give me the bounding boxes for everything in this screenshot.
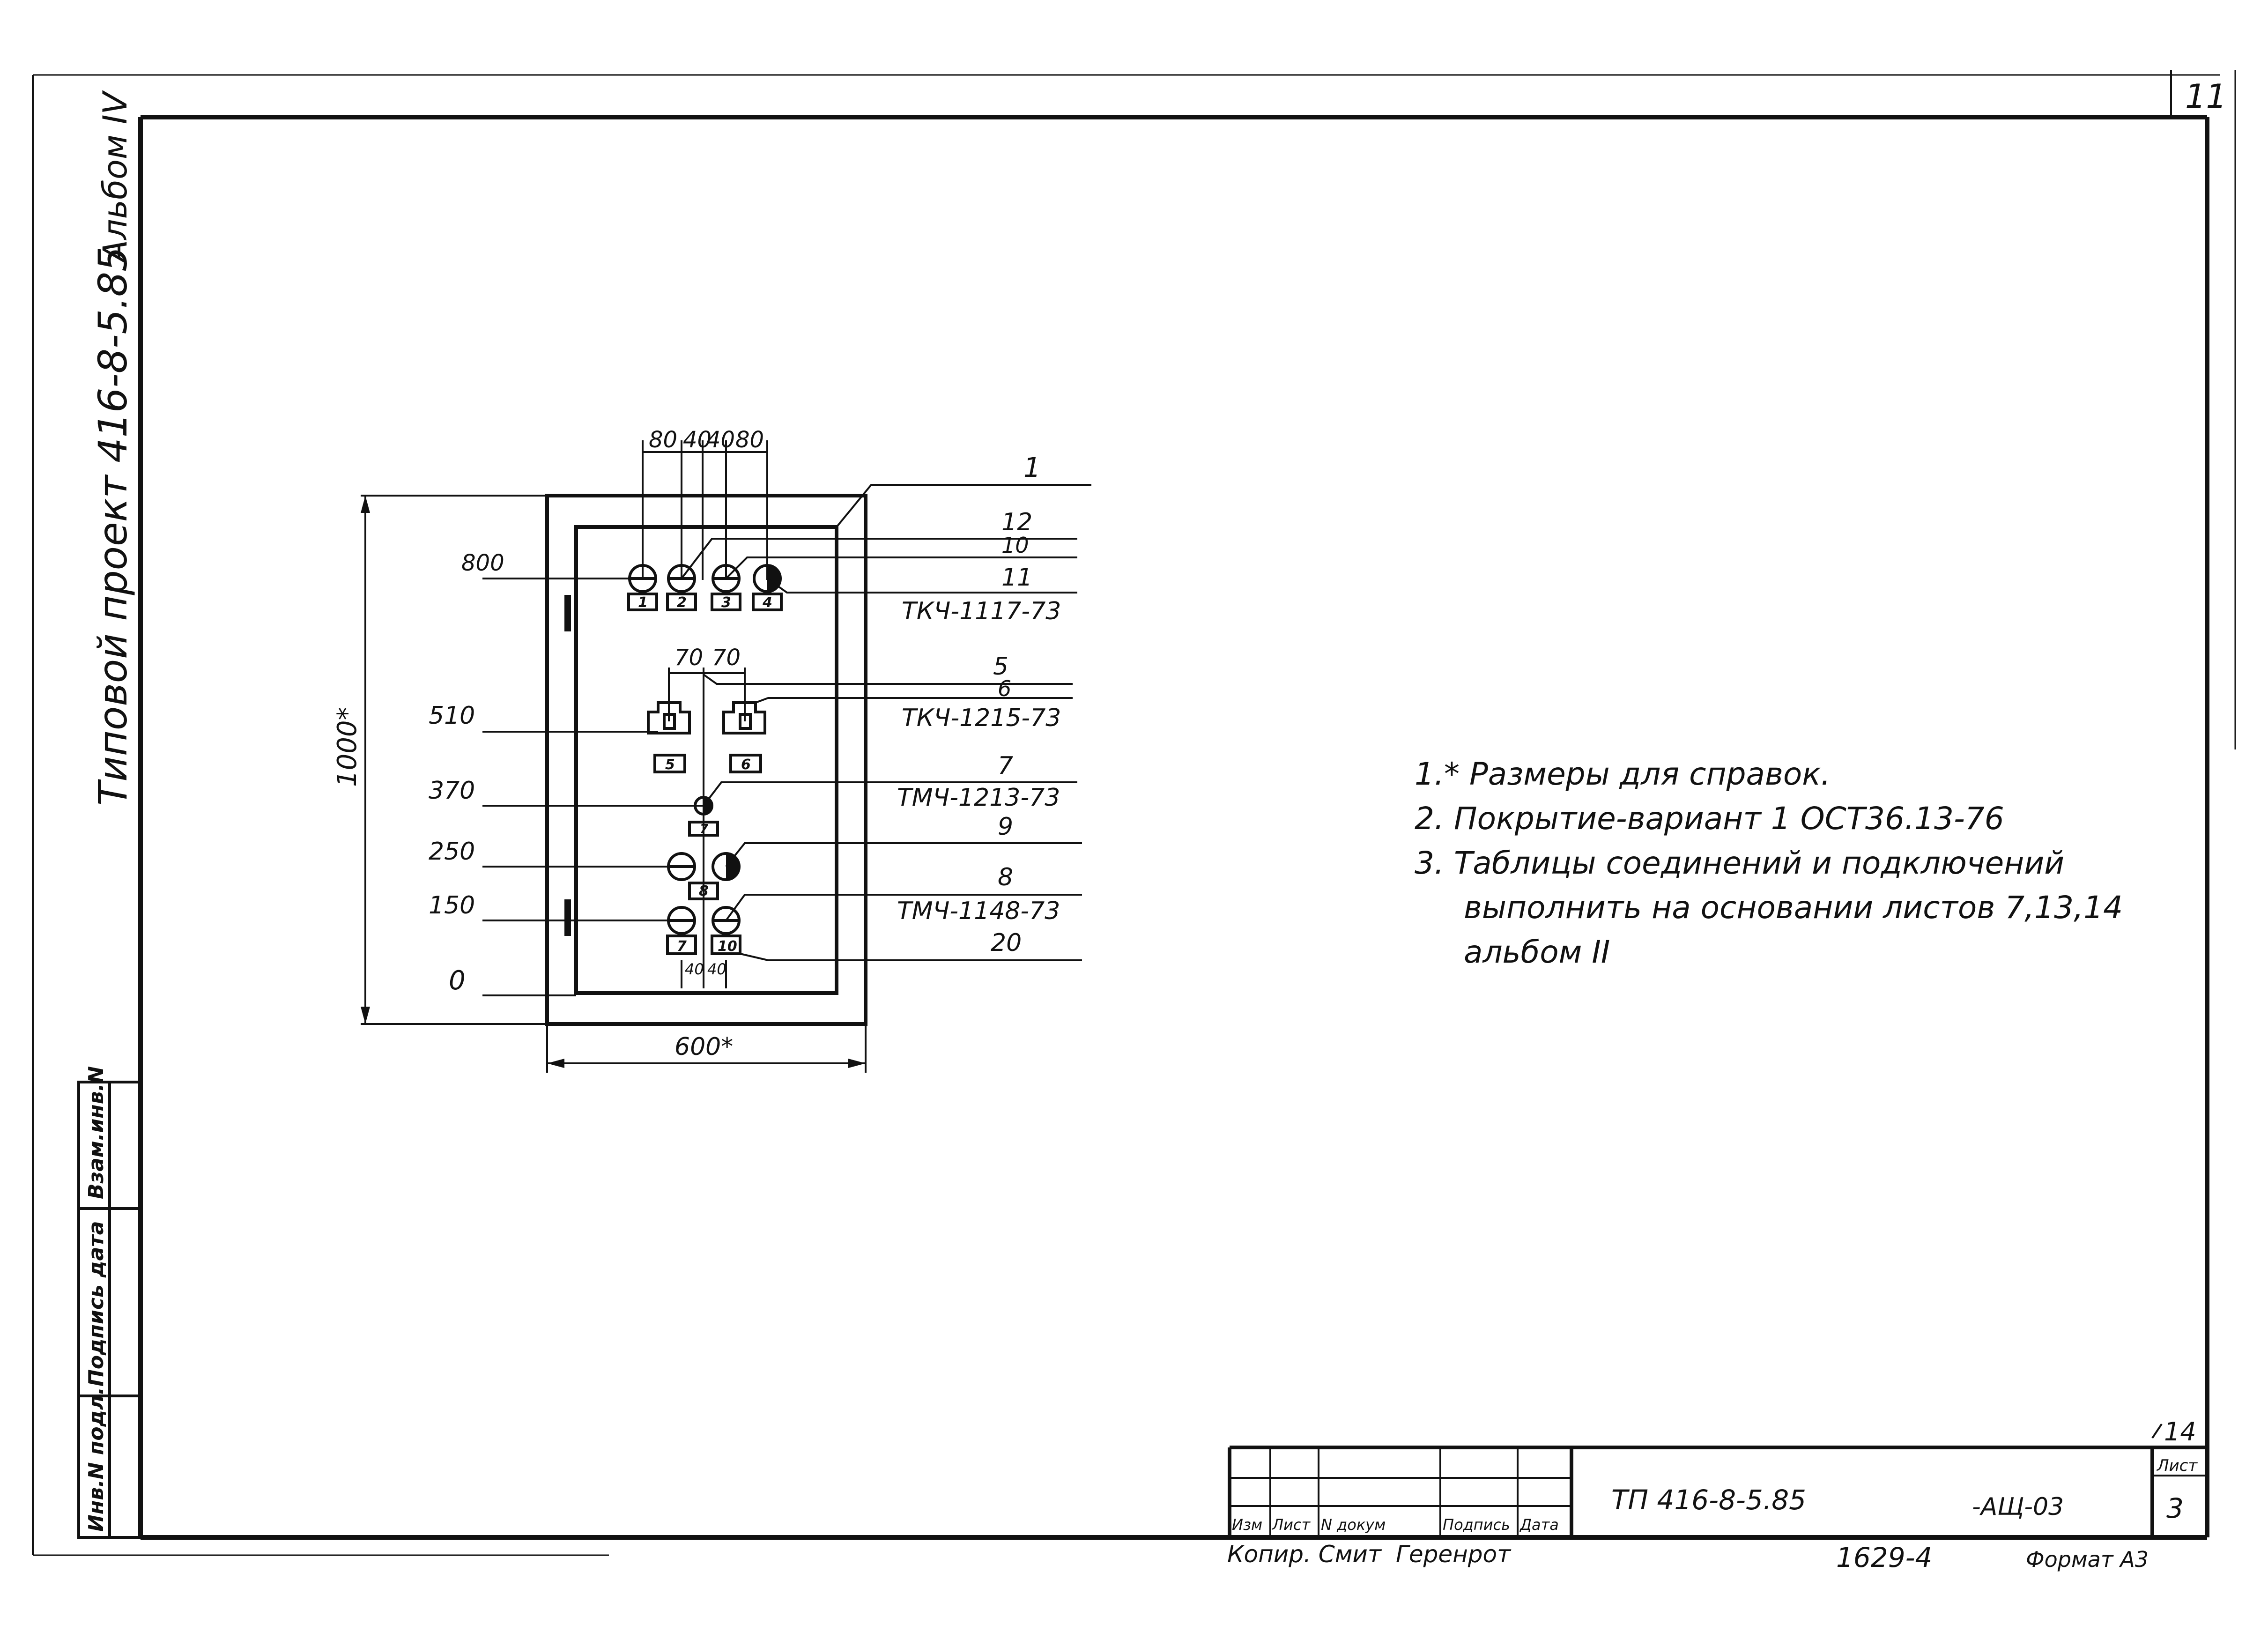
album-label: Альбом IV — [96, 90, 134, 264]
dim-y0: 0 — [449, 965, 466, 996]
type-3: ТМЧ-1213-73 — [897, 784, 1060, 812]
doc-code: -АЩ-03 — [1972, 1493, 2064, 1521]
dimension-texts: 80 40 40 80 70 70 800 510 370 250 150 0 … — [332, 427, 764, 1061]
note-2: 2. Покрытие-вариант 1 ОСТ36.13-76 — [1415, 801, 2004, 837]
callout-5: 5 — [993, 653, 1008, 681]
corner-mark: 11 — [2185, 77, 2227, 116]
dim-top-40a: 40 — [683, 427, 712, 453]
leader-lines — [681, 484, 1091, 961]
sheet-number: 3 — [2166, 1492, 2184, 1524]
dim-height: 1000* — [332, 707, 363, 787]
callout-9: 9 — [998, 813, 1013, 841]
stamp-inv-orig: Инв.N подл. — [84, 1387, 108, 1532]
sheet-frame — [32, 70, 2236, 1556]
note-1: 1.* Размеры для справок. — [1415, 756, 1831, 792]
callout-20: 20 — [991, 929, 1022, 957]
tag-r1-1: 1 — [638, 594, 648, 611]
tag-r3: 7 — [700, 822, 709, 836]
left-margin: Типовой проект 416-8-5.85 Альбом IV — [90, 90, 136, 806]
col-list: Лист — [1272, 1516, 1311, 1534]
dim-y250: 250 — [429, 838, 475, 866]
stamp-replace: Взам.инв.N — [84, 1066, 108, 1199]
col-date: Дата — [1519, 1516, 1559, 1534]
title-block-texts: Изм Лист N докум Подпись Дата ТП 416-8-5… — [1227, 1417, 2198, 1573]
dim-top-80a: 80 — [649, 427, 677, 453]
device-tags: 1 2 3 4 5 6 7 8 7 10 — [638, 594, 772, 955]
dim-y370: 370 — [429, 777, 475, 805]
panel-hinges — [564, 595, 571, 936]
tag-r2-5: 5 — [665, 757, 675, 773]
col-sign: Подпись — [1443, 1516, 1510, 1534]
panel-drawing: 80 40 40 80 70 70 800 510 370 250 150 0 … — [332, 427, 1091, 1073]
callout-12: 12 — [1001, 508, 1032, 536]
dim-bot-40a: 40 — [685, 960, 704, 978]
note-3-cont: выполнить на основании листов 7,13,14 — [1464, 890, 2123, 926]
dim-bot-40b: 40 — [707, 960, 726, 978]
callout-texts: 1 12 10 11 ТКЧ-1117-73 5 6 ТКЧ-1215-73 7… — [897, 452, 1061, 957]
tag-r5-a: 7 — [677, 938, 687, 955]
device-9-fill — [726, 853, 739, 880]
dim-mid-70a: 70 — [674, 645, 703, 671]
callout-11: 11 — [1001, 564, 1032, 592]
col-izm: Изм — [1232, 1516, 1262, 1534]
dim-top-40b: 40 — [706, 427, 735, 453]
panel-outline — [545, 494, 867, 1026]
col-doc: N докум — [1321, 1516, 1386, 1534]
tag-r1-2: 2 — [677, 594, 687, 611]
stamp-sign-date: Подпись дата — [84, 1221, 108, 1387]
note-3-album: альбом II — [1464, 934, 1610, 970]
dim-y800: 800 — [461, 550, 504, 576]
project-title: Типовой проект 416-8-5.85 — [90, 246, 136, 806]
dim-y150: 150 — [429, 891, 475, 920]
dimension-arrows — [361, 496, 866, 1068]
dim-top-80b: 80 — [735, 427, 764, 453]
order-number: 1629-4 — [1836, 1542, 1932, 1573]
dim-y510: 510 — [429, 702, 475, 730]
device-row-5 — [666, 906, 741, 955]
dim-mid-70b: 70 — [712, 645, 741, 671]
callout-7: 7 — [998, 752, 1013, 780]
dim-width: 600* — [674, 1033, 733, 1061]
type-4: ТМЧ-1148-73 — [897, 897, 1060, 925]
callout-8: 8 — [998, 863, 1013, 891]
copied-by: Копир. Смит — [1227, 1541, 1382, 1568]
sheet-format: Формат А3 — [2026, 1547, 2149, 1572]
tag-r4: 8 — [699, 883, 709, 899]
designation: ТП 416-8-5.85 — [1611, 1484, 1806, 1516]
callout-1: 1 — [1023, 452, 1041, 483]
device-row-1 — [627, 564, 783, 611]
tag-r2-6: 6 — [741, 757, 751, 773]
callout-6: 6 — [998, 676, 1011, 701]
note-3: 3. Таблицы соединений и подключений — [1415, 845, 2065, 881]
tag-r1-3: 3 — [721, 594, 731, 611]
margin-stamp: Инв.N подл. Подпись дата Взам.инв.N — [77, 1066, 142, 1539]
sheet-extra: 14 — [2164, 1417, 2196, 1447]
dimension-lines — [361, 440, 867, 1073]
tag-r5-b: 10 — [718, 938, 737, 955]
type-2: ТКЧ-1215-73 — [902, 704, 1061, 732]
type-1: ТКЧ-1117-73 — [902, 597, 1061, 625]
callout-10: 10 — [1001, 533, 1029, 558]
tag-r1-4: 4 — [762, 594, 772, 611]
sheet-label: Лист — [2156, 1456, 2198, 1475]
title-block — [1228, 1423, 2207, 1537]
copied-by-2: Геренрот — [1396, 1541, 1512, 1568]
